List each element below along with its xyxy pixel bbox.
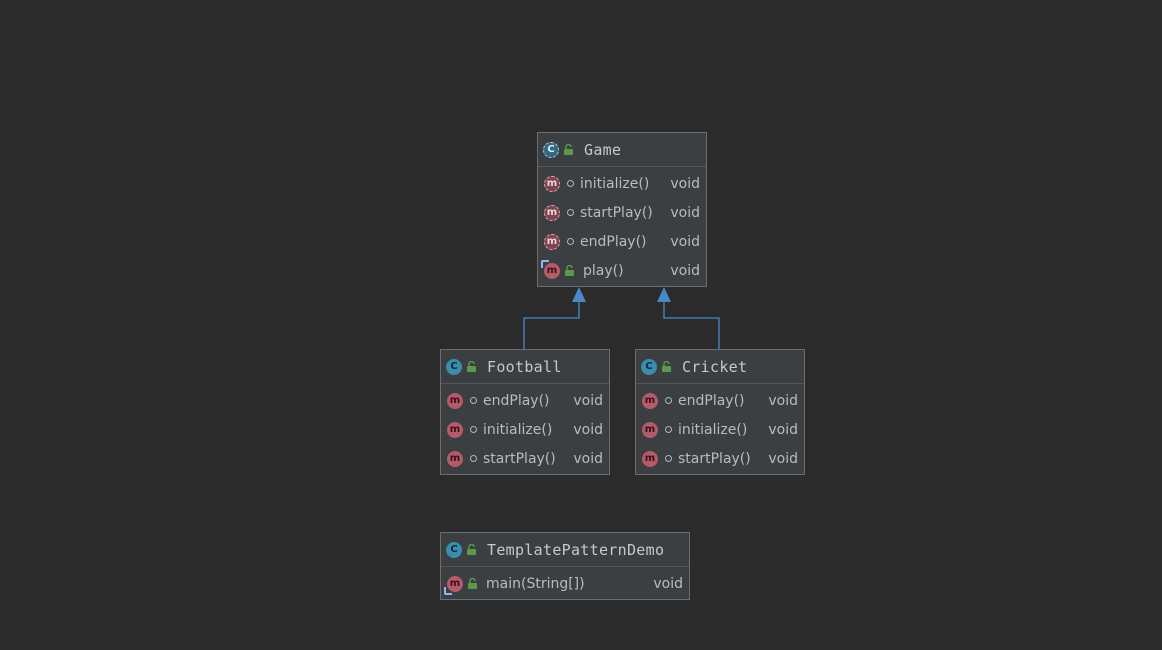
method-row-endplay[interactable]: m endPlay() void [636, 386, 804, 415]
method-row-initialize[interactable]: m initialize() void [441, 415, 609, 444]
member-list: m endPlay() void m initialize() void m s… [636, 384, 804, 473]
method-return-type: void [670, 233, 700, 250]
method-row-initialize[interactable]: m initialize() void [636, 415, 804, 444]
class-node-cricket[interactable]: C Cricket m endPlay() void m initialize(… [635, 349, 805, 475]
public-lock-icon [565, 264, 574, 276]
method-name: play() [583, 262, 624, 279]
method-name: main(String[]) [486, 575, 585, 592]
abstract-method-icon: m [544, 175, 560, 192]
abstract-method-icon: m [544, 233, 560, 250]
class-icon: C [446, 358, 462, 375]
method-row-startplay[interactable]: m startPlay() void [441, 444, 609, 473]
package-private-icon [470, 455, 477, 462]
method-name: initialize() [678, 421, 748, 438]
public-lock-icon [468, 577, 477, 589]
package-private-icon [470, 397, 477, 404]
runnable-class-icon: C [446, 541, 462, 558]
method-name: endPlay() [483, 392, 550, 409]
method-name: startPlay() [580, 204, 653, 221]
method-icon: m [642, 392, 658, 409]
public-lock-icon [564, 143, 573, 155]
class-name: Cricket [682, 357, 748, 376]
static-overlay-icon [444, 586, 452, 595]
method-name: initialize() [580, 175, 650, 192]
class-header: C Cricket [636, 350, 804, 384]
class-header: C Football [441, 350, 609, 384]
method-icon: m [447, 450, 463, 467]
abstract-method-icon: m [544, 204, 560, 221]
class-header: C Game [538, 133, 706, 167]
method-row-startplay[interactable]: m startPlay() void [636, 444, 804, 473]
package-private-icon [567, 209, 574, 216]
method-row-play[interactable]: m play() void [538, 256, 706, 285]
package-private-icon [665, 455, 672, 462]
edge-football-extends-game [523, 287, 586, 349]
method-return-type: void [768, 450, 798, 467]
abstract-class-icon: C [543, 141, 559, 158]
final-method-icon: m [541, 259, 560, 279]
method-return-type: void [768, 392, 798, 409]
package-private-icon [665, 397, 672, 404]
method-name: endPlay() [580, 233, 647, 250]
class-name: Football [487, 357, 562, 376]
public-lock-icon [467, 543, 476, 555]
method-return-type: void [653, 575, 683, 592]
member-list: m endPlay() void m initialize() void m s… [441, 384, 609, 473]
package-private-icon [665, 426, 672, 433]
method-row-main[interactable]: m main(String[]) void [441, 569, 689, 598]
method-return-type: void [670, 262, 700, 279]
method-return-type: void [670, 175, 700, 192]
public-lock-icon [662, 360, 671, 372]
inheritance-arrowhead [657, 287, 671, 302]
method-return-type: void [573, 421, 603, 438]
method-icon: m [642, 450, 658, 467]
method-return-type: void [768, 421, 798, 438]
package-private-icon [470, 426, 477, 433]
class-name: Game [584, 140, 622, 159]
package-private-icon [567, 180, 574, 187]
method-icon: m [642, 421, 658, 438]
method-name: initialize() [483, 421, 553, 438]
edge-cricket-extends-game [657, 287, 720, 349]
method-row-initialize[interactable]: m initialize() void [538, 169, 706, 198]
member-list: m main(String[]) void [441, 567, 689, 598]
method-name: startPlay() [483, 450, 556, 467]
method-icon: m [447, 421, 463, 438]
package-private-icon [567, 238, 574, 245]
public-lock-icon [467, 360, 476, 372]
method-row-endplay[interactable]: m endPlay() void [538, 227, 706, 256]
method-row-endplay[interactable]: m endPlay() void [441, 386, 609, 415]
class-node-football[interactable]: C Football m endPlay() void m initialize… [440, 349, 610, 475]
class-name: TemplatePatternDemo [487, 540, 665, 559]
static-method-icon: m [444, 575, 463, 595]
class-node-game[interactable]: C Game m initialize() void m startPlay()… [537, 132, 707, 287]
class-node-template-pattern-demo[interactable]: C TemplatePatternDemo m main(String[]) v… [440, 532, 690, 600]
method-return-type: void [573, 450, 603, 467]
class-icon: C [641, 358, 657, 375]
final-overlay-icon [541, 259, 549, 268]
method-return-type: void [670, 204, 700, 221]
inheritance-arrowhead [572, 287, 586, 302]
method-name: endPlay() [678, 392, 745, 409]
method-name: startPlay() [678, 450, 751, 467]
method-return-type: void [573, 392, 603, 409]
method-row-startplay[interactable]: m startPlay() void [538, 198, 706, 227]
member-list: m initialize() void m startPlay() void m… [538, 167, 706, 285]
method-icon: m [447, 392, 463, 409]
class-header: C TemplatePatternDemo [441, 533, 689, 567]
